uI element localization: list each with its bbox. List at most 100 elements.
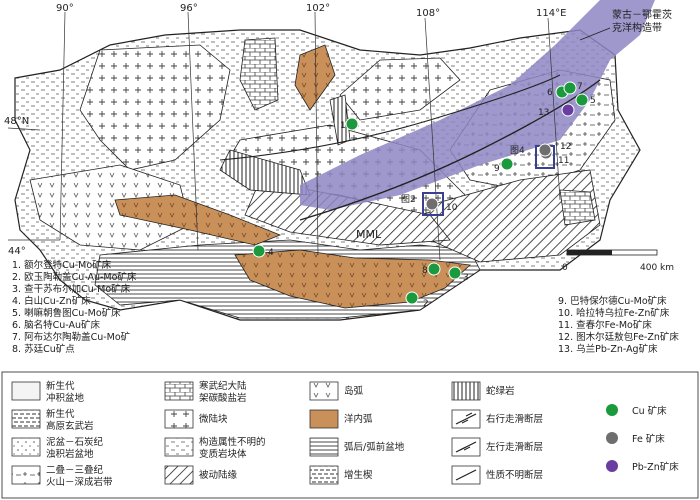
legend-swatch — [309, 437, 339, 457]
legend-swatch — [11, 409, 41, 429]
figure4-label: 图4 — [510, 145, 525, 156]
legend-label: 新生代 — [46, 380, 75, 392]
deposit-marker-7[interactable] — [563, 81, 577, 95]
legend-label: Cu 矿床 — [632, 405, 667, 417]
legend-frame — [1, 371, 699, 499]
legend-label: 弧后/弧前盆地 — [344, 441, 405, 453]
parallel-48: 48°N — [4, 116, 29, 127]
deposit-marker-10[interactable] — [425, 197, 439, 211]
belt-label-line1: 蒙古－鄂霍茨 — [612, 8, 672, 21]
mml-fault — [299, 79, 601, 221]
deposit-list-item: 6. 脑名特Cu-Au矿床 — [12, 319, 100, 331]
legend-label: 性质不明断层 — [486, 469, 543, 481]
deposit-marker-4[interactable] — [252, 244, 266, 258]
legend-swatch — [164, 437, 194, 457]
legend-swatch — [309, 465, 339, 485]
deposit-marker-2[interactable] — [405, 291, 419, 305]
legend-swatch — [309, 409, 339, 429]
legend-swatch — [11, 381, 41, 401]
belt-label-line2: 克洋构造带 — [612, 21, 662, 34]
legend-label: 洋内弧 — [344, 413, 373, 425]
legend-swatch — [309, 381, 339, 401]
mml-label: MML — [356, 228, 382, 241]
deposit-list-item: 3. 查干苏布尔加Cu-Mo矿床 — [12, 283, 131, 295]
legend-label: 火山－深成岩带 — [46, 476, 113, 488]
deposit-number-6: 6 — [547, 88, 553, 98]
fault-symbol — [455, 469, 477, 481]
deposit-list-item: 4. 白山Cu-Zn矿床 — [12, 295, 91, 307]
legend-label: Fe 矿床 — [632, 433, 665, 445]
deposit-marker-13[interactable] — [561, 103, 575, 117]
deposit-number-5: 5 — [590, 96, 596, 106]
deposit-number-7: 7 — [577, 82, 583, 92]
scale-label-400km: 400 km — [640, 263, 674, 273]
graticule — [7, 11, 561, 261]
legend-label: 泥盆－石炭纪 — [46, 436, 104, 448]
meridian-108: 108° — [416, 8, 440, 19]
deposit-list-item: 12. 图木尔廷敖包Fe-Zn矿床 — [558, 331, 679, 343]
deposit-list-item: 8. 苏廷Cu矿点 — [12, 343, 75, 355]
legend-label: 寒武纪大陆 — [199, 380, 247, 392]
deposit-marker-1[interactable] — [345, 117, 359, 131]
legend-label: 左行走滑断层 — [486, 441, 543, 453]
deposit-number-12: 12 — [560, 142, 571, 152]
legend-label: 被动陆缘 — [199, 469, 238, 481]
deposit-list-item: 11. 查春尔Fe-Mo矿床 — [558, 319, 652, 331]
legend-label: Pb-Zn矿床 — [632, 461, 679, 473]
legend-deposit-symbol — [606, 460, 618, 472]
legend-swatch — [451, 381, 481, 401]
deposit-list-item: 10. 哈拉特乌拉Fe-Zn矿床 — [558, 307, 670, 319]
deposit-number-2: 2 — [423, 299, 429, 309]
deposit-number-11: 11 — [558, 156, 569, 166]
deposit-list-item: 7. 阿布达尔陶勒盖Cu-Mo矿 — [12, 331, 131, 343]
legend-label: 构造属性不明的 — [199, 436, 266, 448]
deposit-marker-3[interactable] — [448, 266, 462, 280]
deposit-number-13: 13 — [538, 108, 549, 118]
legend-label: 增生楔 — [344, 469, 373, 481]
deposit-number-9: 9 — [494, 164, 500, 174]
deposit-marker-5[interactable] — [575, 93, 589, 107]
legend-label: 浊积岩盆地 — [46, 448, 94, 460]
deposit-number-1: 1 — [340, 121, 346, 131]
legend-label: 冲积盆地 — [46, 392, 85, 404]
deposit-number-3: 3 — [463, 273, 469, 283]
legend-swatch — [11, 437, 41, 457]
deposit-number-8: 8 — [422, 266, 428, 276]
arrow-icon — [461, 412, 473, 424]
legend-label: 二叠－三叠纪 — [46, 464, 104, 476]
belt-leader-line — [579, 27, 611, 41]
deposit-number-10: 10 — [446, 203, 458, 213]
arrow-icon — [459, 446, 471, 451]
fault-symbol — [455, 413, 477, 425]
deposit-list-item: 5. 喇嘛朝鲁图Cu-Mo矿床 — [12, 307, 121, 319]
scale-bar: 0 400 km — [562, 249, 674, 273]
legend-swatch — [164, 465, 194, 485]
deposit-number-4: 4 — [268, 248, 274, 258]
meridian-102: 102° — [306, 3, 330, 14]
legend-label: 微陆块 — [199, 413, 228, 425]
legend-swatch — [11, 465, 41, 485]
legend-label: 蛇绿岩 — [486, 385, 515, 397]
meridian-96: 96° — [180, 3, 198, 14]
legend-swatch — [164, 381, 194, 401]
deposit-marker-12[interactable] — [538, 143, 552, 157]
deposit-marker-9[interactable] — [500, 157, 514, 171]
fault-line — [219, 74, 561, 161]
legend-label: 右行走滑断层 — [486, 413, 543, 425]
figure2-box[interactable] — [422, 192, 444, 216]
meridian-114: 114°E — [536, 8, 566, 19]
legend-deposit-symbol — [606, 432, 618, 444]
legend-label: 新生代 — [46, 408, 75, 420]
legend-label: 高原玄武岩 — [46, 420, 94, 432]
legend-label: 岛弧 — [344, 385, 364, 397]
deposit-list-item: 1. 额尔登特Cu-Mo矿床 — [12, 259, 112, 271]
legend-swatch — [164, 409, 194, 429]
parallel-44: 44° — [8, 246, 26, 257]
deposit-marker-8[interactable] — [427, 262, 441, 276]
scale-label-zero: 0 — [562, 263, 568, 273]
meridian-90: 90° — [56, 3, 74, 14]
